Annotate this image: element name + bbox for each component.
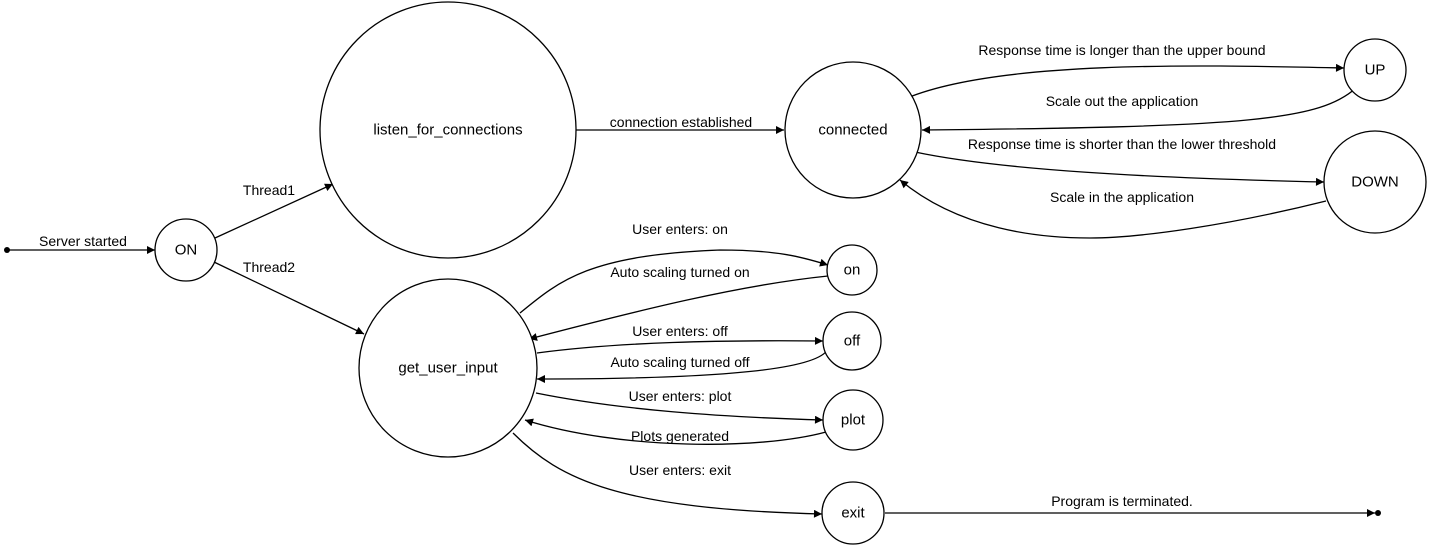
label-scale-in: Scale in the application — [1050, 189, 1194, 205]
label-server-started: Server started — [39, 233, 127, 249]
edge-thread1 — [214, 183, 334, 239]
node-off-cmd-label: off — [844, 333, 861, 350]
node-down: DOWN — [1323, 130, 1427, 234]
label-scale-out: Scale out the application — [1046, 93, 1199, 109]
node-plot-cmd-label: plot — [841, 412, 866, 429]
edge-scale-out — [921, 87, 1357, 134]
edge-response-shorter — [914, 151, 1325, 186]
node-get-input-label: get_user_input — [398, 360, 498, 377]
edge-auto-off — [536, 348, 829, 383]
edge-scale-in — [899, 179, 1327, 239]
edge-thread2 — [213, 261, 365, 335]
node-listen-label: listen_for_connections — [373, 122, 522, 139]
edge-response-longer — [906, 63, 1345, 99]
label-user-enters-exit: User enters: exit — [629, 462, 731, 478]
node-exit-cmd-label: exit — [841, 505, 865, 522]
node-connected: connected — [784, 61, 922, 199]
node-down-label: DOWN — [1351, 174, 1399, 191]
node-exit-cmd: exit — [821, 481, 885, 545]
label-user-enters-plot: User enters: plot — [629, 388, 732, 404]
label-thread2: Thread2 — [243, 259, 295, 275]
label-program-terminated: Program is terminated. — [1051, 493, 1193, 509]
node-connected-label: connected — [818, 122, 887, 139]
label-response-longer: Response time is longer than the upper b… — [978, 42, 1265, 58]
node-on-cmd-label: on — [844, 262, 861, 279]
edge-user-enters-on — [519, 249, 829, 314]
end-point — [1375, 510, 1381, 516]
label-user-enters-off: User enters: off — [632, 323, 728, 339]
node-up-label: UP — [1365, 62, 1386, 79]
node-get-user-input: get_user_input — [358, 278, 538, 458]
node-on-state-label: ON — [175, 242, 198, 259]
node-off-cmd: off — [822, 311, 882, 371]
label-connection-established: connection established — [610, 114, 752, 130]
edge-auto-on — [528, 275, 829, 341]
node-plot-cmd: plot — [822, 389, 884, 451]
label-thread1: Thread1 — [243, 182, 295, 198]
edge-user-enters-off — [536, 336, 824, 354]
node-listen-for-connections: listen_for_connections — [319, 1, 577, 259]
label-user-enters-on: User enters: on — [632, 221, 728, 237]
edge-plots-generated — [524, 418, 827, 445]
node-on-cmd: on — [826, 244, 878, 296]
edge-user-enters-plot — [535, 392, 824, 424]
node-on-state: ON — [154, 218, 218, 282]
label-auto-off: Auto scaling turned off — [610, 354, 749, 370]
edge-user-enters-exit — [512, 432, 823, 518]
label-response-shorter: Response time is shorter than the lower … — [968, 136, 1276, 152]
label-plots-generated: Plots generated — [631, 428, 729, 444]
label-auto-on: Auto scaling turned on — [610, 264, 749, 280]
node-up: UP — [1343, 38, 1407, 102]
